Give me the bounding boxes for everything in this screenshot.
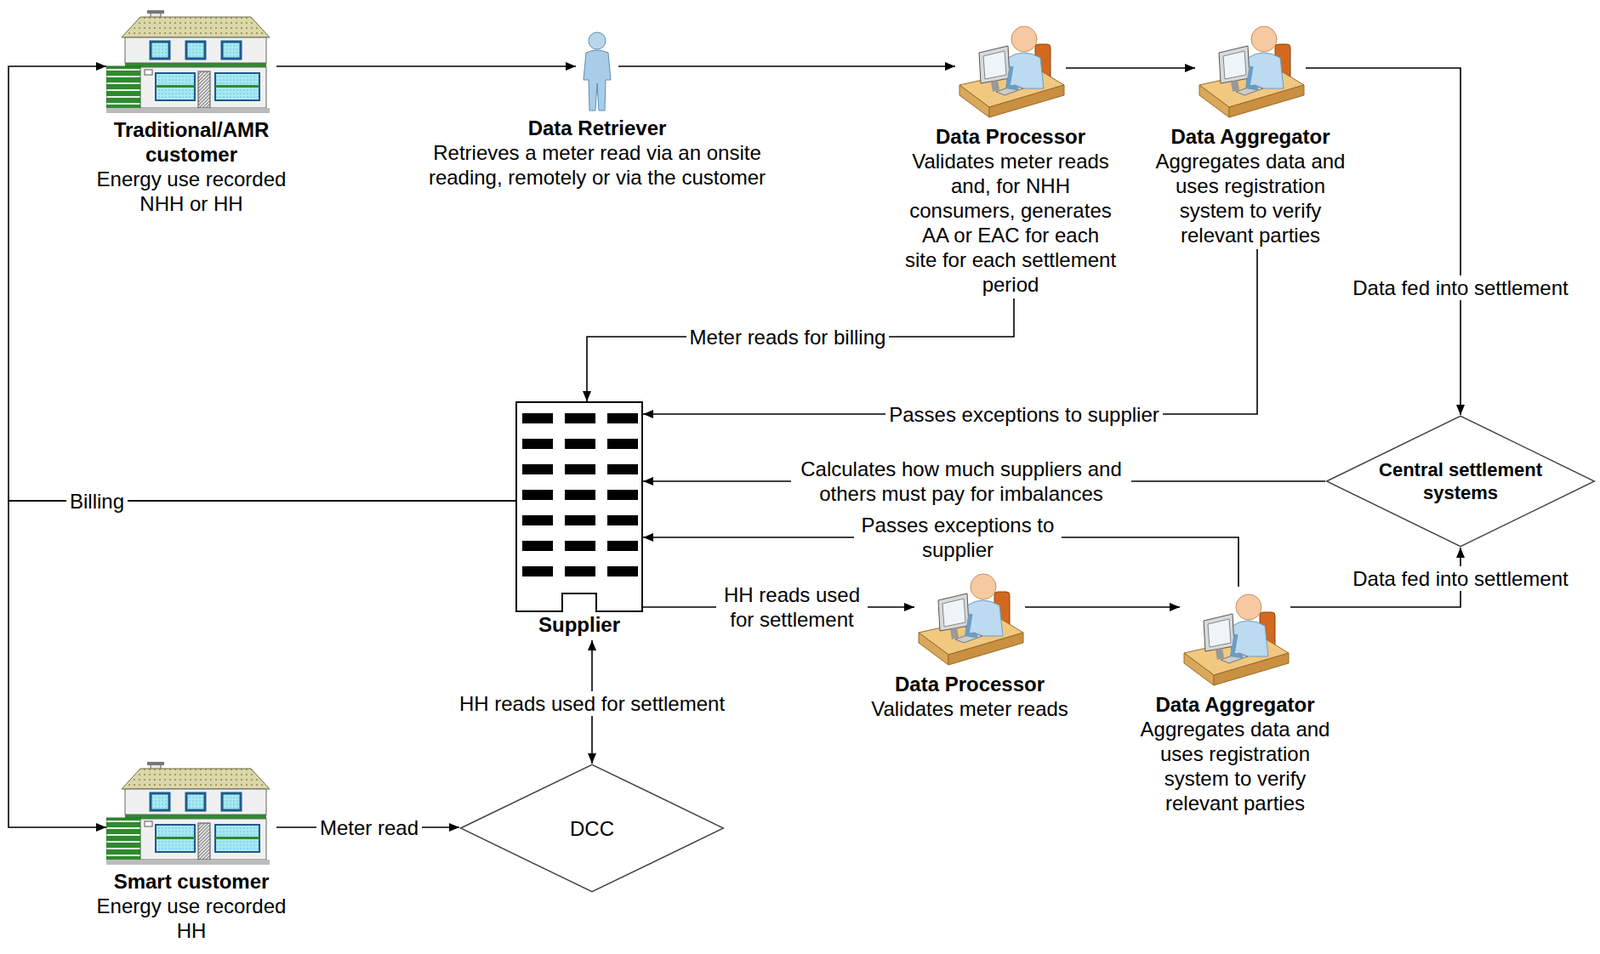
node-title: Data Aggregator <box>1136 692 1334 718</box>
customer-node: Smart customerEnergy use recorded HH <box>89 762 294 944</box>
node-title: Data Processor <box>862 671 1077 697</box>
edge-label: Passes exceptions to supplier <box>885 402 1163 428</box>
supplier-node: Supplier <box>515 401 644 638</box>
node-description: Aggregates data and uses registration sy… <box>1151 148 1350 248</box>
processor-node: Data ProcessorValidates meter reads <box>862 566 1077 722</box>
desk-icon <box>914 566 1025 669</box>
desk-icon <box>955 18 1066 121</box>
node-title: Central settlement systems <box>1366 458 1555 505</box>
edge-label: Meter reads for billing <box>686 324 890 350</box>
connector <box>1065 67 1196 69</box>
decision-diamond: DCC <box>459 763 725 894</box>
connector <box>643 249 1258 415</box>
connector <box>586 298 1014 402</box>
person-icon <box>575 30 619 113</box>
node-title: Data Retriever <box>425 115 769 141</box>
edge-label: HH reads used for settlement <box>455 691 729 717</box>
connector <box>1305 68 1461 416</box>
customer-node: Traditional/AMR customerEnergy use recor… <box>89 10 294 217</box>
node-description: Validates meter reads and, for NHH consu… <box>903 148 1118 297</box>
diamond-outline <box>1325 415 1596 548</box>
connector <box>1024 606 1180 609</box>
edge-label: Data fed into settlement <box>1349 566 1572 592</box>
node-title: Supplier <box>515 612 644 638</box>
retriever-node: Data RetrieverRetrieves a meter read via… <box>425 30 769 190</box>
house-icon <box>106 762 277 866</box>
node-title: Smart customer <box>89 869 294 894</box>
node-description: Validates meter reads <box>862 696 1077 722</box>
node-description: Energy use recorded NHH or HH <box>89 166 294 217</box>
desk-icon <box>1195 18 1306 121</box>
edge-label: Calculates how much suppliers and others… <box>791 456 1132 507</box>
building-icon <box>515 401 644 613</box>
node-title: Traditional/AMR customer <box>89 117 294 167</box>
node-title: DCC <box>506 816 678 842</box>
edge-label: Meter read <box>316 815 422 841</box>
decision-diamond: Central settlement systems <box>1325 415 1596 548</box>
node-description: Aggregates data and uses registration sy… <box>1136 717 1334 816</box>
node-description: Retrieves a meter read via an onsite rea… <box>425 140 769 190</box>
edge-label: Passes exceptions to supplier <box>854 512 1062 563</box>
node-title: Data Aggregator <box>1151 124 1350 149</box>
edge-label: Data fed into settlement <box>1349 275 1572 301</box>
processor-node: Data ProcessorValidates meter reads and,… <box>903 18 1118 297</box>
aggregator-node: Data AggregatorAggregates data and uses … <box>1151 18 1350 248</box>
aggregator-node: Data AggregatorAggregates data and uses … <box>1136 586 1334 816</box>
connector <box>618 65 956 68</box>
connector <box>276 65 576 68</box>
connector <box>8 66 516 502</box>
connector <box>8 501 516 828</box>
node-description: Energy use recorded HH <box>89 893 294 944</box>
edge-label: HH reads used for settlement <box>716 582 868 633</box>
edge-label: Billing <box>66 489 128 514</box>
desk-icon <box>1179 586 1291 689</box>
house-icon <box>106 10 277 114</box>
node-title: Data Processor <box>903 124 1118 149</box>
